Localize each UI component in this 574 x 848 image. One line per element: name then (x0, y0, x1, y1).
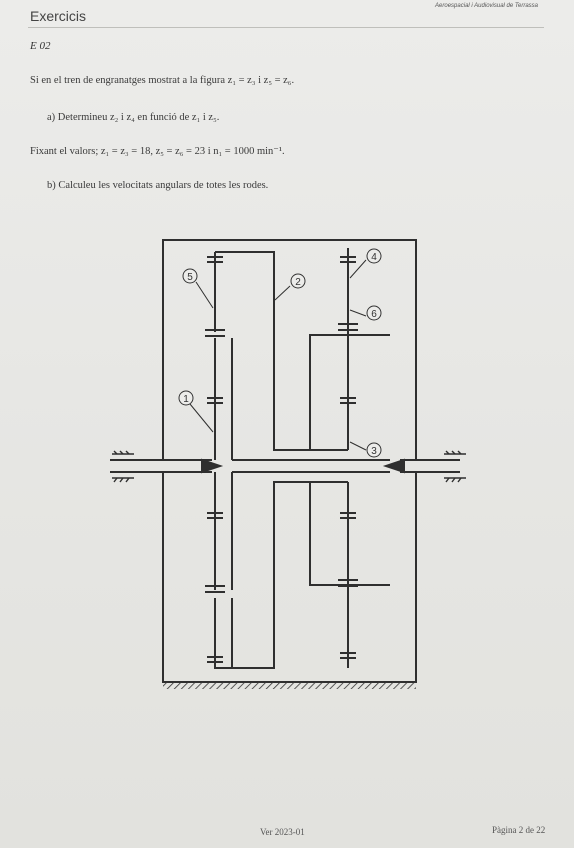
footer-version: Ver 2023-01 (260, 827, 305, 837)
question-b: b) Calculeu les velocitats angulars de t… (47, 180, 269, 191)
gear-label-3-circle (366, 442, 382, 458)
gear-label-5: 5 (187, 272, 193, 283)
exercise-statement: Si en el tren de engranatges mostrat a l… (30, 75, 295, 86)
gear-1-lower (214, 472, 233, 590)
bearing-left (201, 458, 224, 474)
carrier-frame-bottom (162, 472, 417, 683)
ring-housing-lower (309, 482, 390, 586)
gear-label-1: 1 (183, 394, 189, 405)
question-a: a) Determineu z₂ i z₄ en funció de z₁ i … (47, 112, 220, 123)
gear-label-6-circle (366, 305, 382, 321)
gear-label-2: 2 (295, 277, 301, 288)
gear-label-4: 4 (371, 252, 377, 263)
carrier-frame-top (162, 239, 417, 460)
institution-header: Aeroespacial i Audiovisual de Terrassa (435, 3, 538, 9)
gear-tooth-marks (205, 256, 358, 663)
planet-arm-upper (215, 251, 348, 451)
ground-base (163, 682, 416, 689)
bearing-right (382, 458, 405, 474)
gear-label-6: 6 (371, 309, 377, 320)
gear-label-4-circle (366, 248, 382, 264)
ring-housing-upper (309, 334, 390, 450)
section-title: Exercicis (30, 8, 87, 24)
planet-arm-lower (214, 481, 348, 669)
footer-page-number: Pàgina 2 de 22 (492, 825, 546, 835)
gear-label-3: 3 (371, 446, 377, 457)
ground-symbol-right (444, 450, 466, 483)
gear-label-5-circle (182, 268, 198, 284)
gear-label-2-circle (290, 273, 306, 289)
header-divider (28, 27, 544, 28)
leader-lines (189, 259, 367, 451)
exercise-id: E 02 (30, 40, 51, 52)
given-values: Fixant el valors; z₁ = z₃ = 18, z₅ = z₆ … (30, 146, 285, 157)
gear-label-1-circle (178, 390, 194, 406)
ground-symbol-left (112, 450, 134, 483)
